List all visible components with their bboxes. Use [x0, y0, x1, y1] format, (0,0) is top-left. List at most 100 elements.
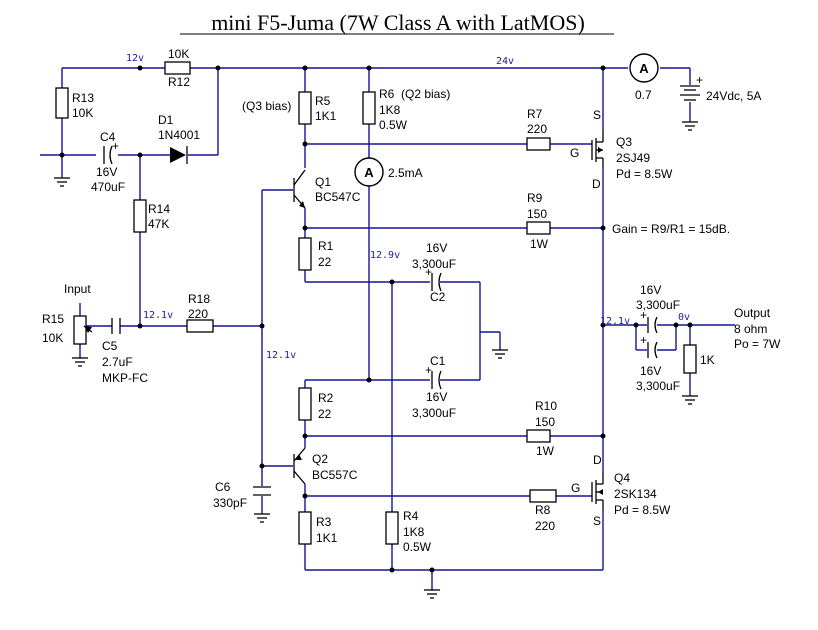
cout-bottom-voltage: 16V	[640, 364, 661, 378]
resistor-r6	[362, 91, 376, 125]
resistor-r4	[385, 511, 399, 545]
voltage-rail: 24v	[496, 56, 514, 67]
ammeter-bias-symbol: A	[364, 165, 374, 180]
transistor-q2	[293, 447, 306, 485]
output-load: 8 ohm	[734, 322, 767, 336]
r2-ref: R2	[318, 391, 334, 405]
supply-label: 24Vdc, 5A	[706, 89, 761, 103]
voltage-output-right: 0v	[678, 312, 690, 323]
resistor-r9	[526, 221, 551, 235]
q3-ref: Q3	[616, 135, 632, 149]
d1-ref: D1	[158, 113, 174, 127]
q2-ref: Q2	[312, 452, 328, 466]
r1-value: 22	[318, 255, 332, 269]
ground-input	[72, 357, 88, 367]
r12-value: 10K	[168, 47, 189, 61]
q3-part: 2SJ49	[616, 151, 650, 165]
c2-value: 3,300uF	[412, 257, 456, 271]
junction-dots	[59, 65, 693, 573]
c1-ref: C1	[430, 354, 446, 368]
r13-ref: R13	[72, 91, 94, 105]
cout-top-voltage: 16V	[640, 283, 661, 297]
resistor-r2	[298, 387, 312, 421]
r9-power: 1W	[530, 237, 549, 251]
c2-voltage: 16V	[426, 241, 447, 255]
capacitor-c2: +	[425, 265, 442, 292]
d1-value: 1N4001	[158, 128, 200, 142]
resistor-r18	[186, 319, 214, 333]
resistor-r14	[133, 199, 147, 233]
svg-text:+: +	[112, 139, 119, 153]
q4-pin-d: D	[593, 453, 602, 467]
diode-d1	[170, 146, 188, 164]
q3-pd: Pd = 8.5W	[616, 167, 673, 181]
r6-note: (Q2 bias)	[401, 87, 450, 101]
svg-text:+: +	[425, 265, 432, 279]
r18-ref: R18	[188, 292, 210, 306]
r6-value: 1K8	[379, 103, 401, 117]
r10-ref: R10	[535, 399, 557, 413]
input-label: Input	[64, 282, 91, 296]
r7-value: 220	[527, 122, 547, 136]
resistor-r13	[55, 87, 69, 119]
svg-text:+: +	[640, 308, 647, 322]
r8-ref: R8	[535, 503, 551, 517]
r9-ref: R9	[527, 191, 543, 205]
output-power: Po = 7W	[734, 337, 781, 351]
resistor-r5	[298, 91, 312, 125]
r3-value: 1K1	[316, 531, 338, 545]
c4-value: 470uF	[91, 180, 125, 194]
mosfet-q3	[591, 130, 604, 168]
q4-part: 2SK134	[614, 487, 657, 501]
q4-pin-g: G	[571, 481, 580, 495]
resistor-r10	[526, 429, 551, 443]
mosfet-q4	[591, 472, 604, 510]
svg-text:+: +	[425, 363, 432, 377]
ammeter-supply-symbol: A	[639, 61, 649, 76]
voltage-output-left: 12.1v	[600, 316, 630, 327]
ground-main	[424, 589, 440, 599]
c6-ref: C6	[215, 480, 231, 494]
ground-c4	[54, 177, 70, 187]
q1-ref: Q1	[315, 175, 331, 189]
r5-note: (Q3 bias)	[242, 99, 291, 113]
ground-output	[682, 395, 698, 405]
c5-type: MKP-FC	[102, 371, 148, 385]
resistor-r7	[526, 137, 551, 151]
svg-text:+: +	[640, 333, 647, 347]
voltage-top-left: 12v	[126, 53, 144, 64]
r7-ref: R7	[527, 107, 543, 121]
voltage-bias-node: 12.1v	[266, 350, 296, 361]
r18-value: 220	[188, 307, 208, 321]
ammeter-bias: A	[354, 157, 384, 187]
c5-value: 2.7uF	[102, 355, 133, 369]
r4-ref: R4	[403, 509, 419, 523]
capacitor-out-bottom: +	[640, 333, 658, 359]
r14-value: 47K	[148, 217, 169, 231]
battery-supply: +	[680, 73, 703, 101]
capacitor-c1: +	[425, 363, 442, 390]
r4-value: 1K8	[403, 525, 425, 539]
ground-battery	[682, 121, 698, 131]
resistor-r3	[298, 511, 312, 545]
resistor-r1	[298, 237, 312, 271]
c1-voltage: 16V	[426, 390, 447, 404]
voltage-input-node: 12.1v	[143, 310, 173, 321]
r3-ref: R3	[316, 515, 332, 529]
voltage-q1: 12.9v	[370, 250, 400, 261]
r10-value: 150	[535, 415, 555, 429]
r6-ref: R6	[379, 87, 395, 101]
q4-pd: Pd = 8.5W	[614, 503, 671, 517]
supply-meter-reading: 0.7	[635, 88, 652, 102]
r4-power: 0.5W	[403, 540, 432, 554]
resistor-r12	[164, 61, 191, 75]
r12-ref: R12	[168, 75, 190, 89]
ground-c6	[254, 513, 270, 523]
cout-bottom-value: 3,300uF	[636, 379, 680, 393]
c4-voltage: 16V	[96, 165, 117, 179]
ground-c1c2	[492, 349, 508, 359]
c2-ref: C2	[430, 290, 446, 304]
svg-text:+: +	[696, 73, 703, 87]
output-label: Output	[734, 306, 771, 320]
